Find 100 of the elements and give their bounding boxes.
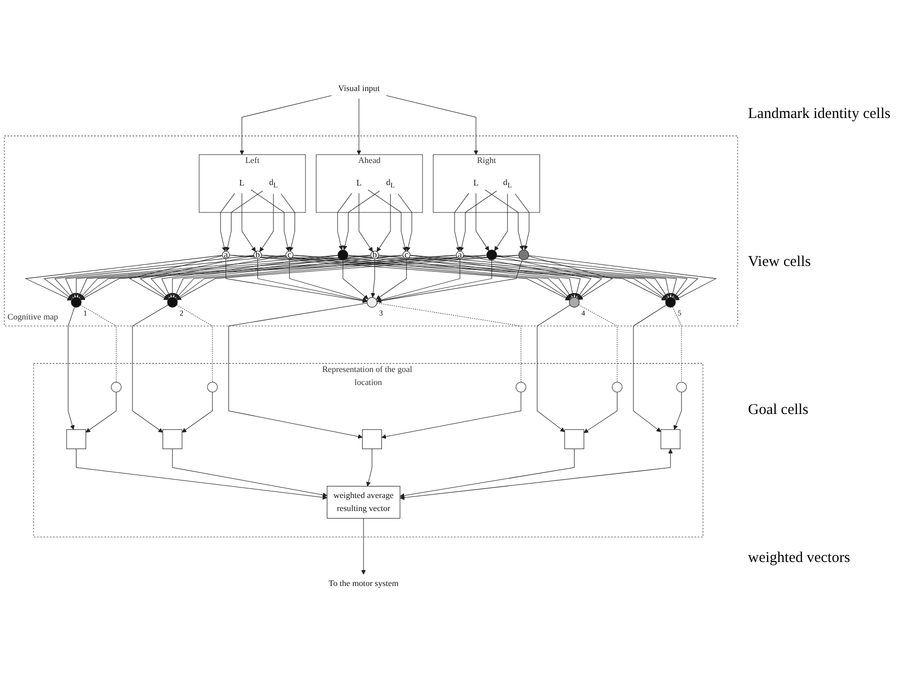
node-circle [612,382,622,392]
arrow [250,189,290,252]
arrow [182,392,213,433]
node-circle [486,250,498,260]
arrow [348,255,572,298]
arrow [150,255,286,299]
node-circle [207,382,218,392]
arrow [381,392,522,439]
arrow [400,448,673,500]
node-box: weighted average resulting vector [326,486,400,519]
arrow [463,255,688,298]
connector [176,304,213,382]
arrow [260,194,274,252]
arrow [496,255,698,300]
arrow [228,302,368,439]
arrow [226,258,368,304]
arrow [376,259,522,304]
arrow [410,255,581,298]
arrow [356,98,362,155]
arrow [170,255,372,298]
arrow [140,255,254,300]
node-text: d$_{L}$ [386,178,395,189]
node-circle [70,297,82,308]
row-label: View cells [748,254,812,271]
arrow [386,95,478,155]
connector [376,302,522,382]
cell-number: 4 [581,308,586,318]
arrow [220,192,236,252]
arrow [342,260,368,300]
arrow [376,258,407,300]
arrow [43,255,254,300]
node-circle [569,297,580,308]
arrow [528,256,613,300]
connector [578,304,618,382]
arrow [54,255,286,299]
arrow [280,194,296,252]
node-circle [665,297,676,308]
arrow [161,255,338,298]
node-box [564,429,584,450]
arrow [257,258,368,303]
arrow [24,255,223,301]
node-circle: c [402,251,410,259]
node-circle: c [286,251,294,259]
arrow [172,448,328,498]
arrow [400,448,575,498]
arrow [225,190,263,252]
cell-number: 2 [180,308,184,318]
arrow [68,306,75,430]
arrow [398,194,412,252]
arrow [378,255,575,298]
arrow [674,392,682,430]
node-text: d$_{L}$ [269,178,278,189]
node-circle: b [370,250,379,260]
node-box [660,429,680,450]
arrow [459,190,498,252]
arrow [514,194,530,250]
arrow [242,192,256,252]
arrow [370,258,376,298]
arrow [584,392,618,434]
connector [672,306,682,382]
cell-number: 1 [83,308,88,318]
arrow [476,192,490,251]
node-text: L [239,178,245,188]
arrow [342,190,380,250]
node-circle [518,250,529,260]
arrow [76,448,328,500]
cell-number: 3 [379,308,383,318]
arrow [536,304,570,432]
arrow [337,192,352,250]
arrow [132,304,168,433]
arrow [463,255,592,298]
cell-number: 5 [678,308,682,318]
arrow [174,255,404,298]
node-circle [167,297,178,308]
arrow [376,194,391,252]
node-text: Visual input [338,84,380,94]
arrow [454,192,470,252]
arrow [366,448,372,486]
node-circle: a [222,251,230,259]
node-text: L [473,178,479,188]
node-circle [676,382,687,392]
arrow [484,189,524,250]
node-circle: b [254,250,262,260]
node-text: L [356,178,362,188]
node-circle [110,382,122,392]
row-label: weighted vectors [748,550,852,568]
node-box [162,429,182,450]
node-circle: a [456,251,464,259]
node-text: d$_{L}$ [503,178,512,189]
arrow [240,95,332,155]
arrow [128,256,223,300]
row-label: Landmark identity cells [748,106,892,123]
row-label: Goal cells [748,402,810,420]
node-circle [338,250,348,260]
arrow [86,392,116,433]
node-box [66,429,86,450]
arrow [633,304,667,432]
node-text: To the motor system [328,579,399,588]
node-circle [516,382,526,392]
arrow [289,258,368,302]
